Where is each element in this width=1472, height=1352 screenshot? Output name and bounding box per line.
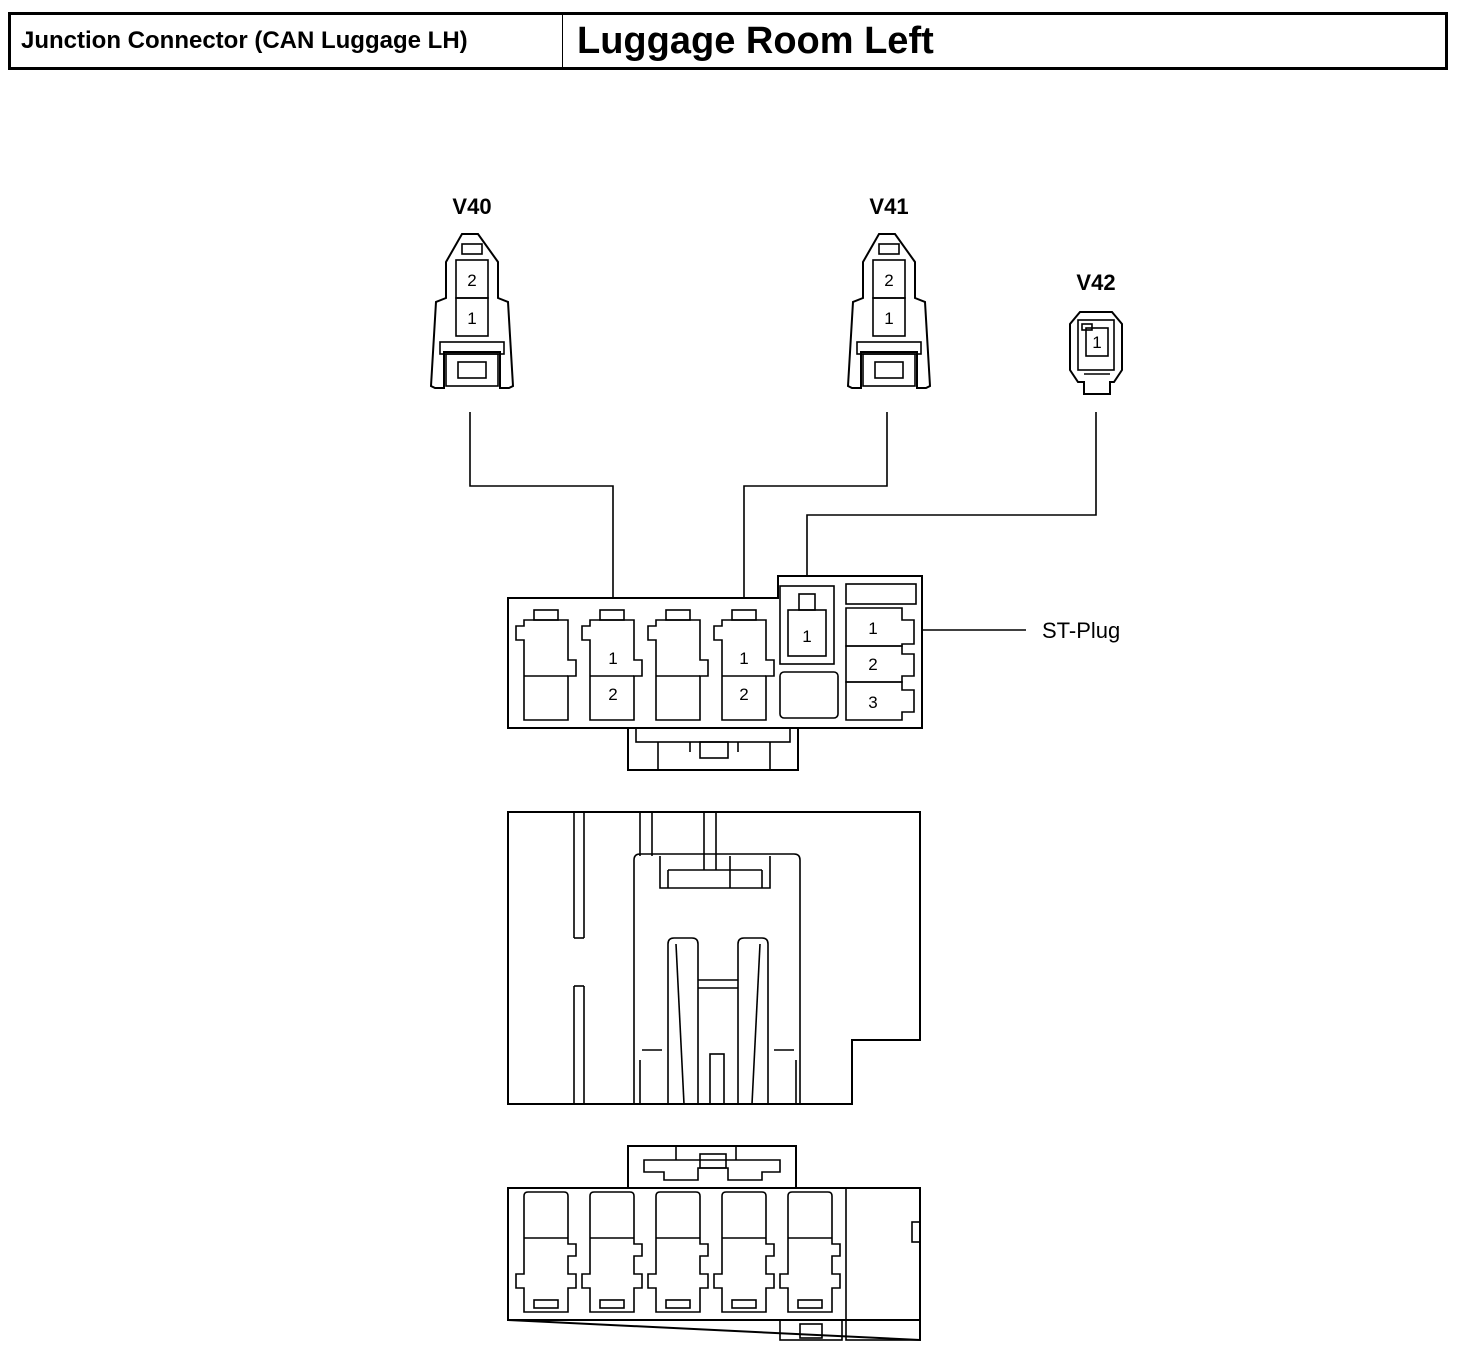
connector-v41-label: V41 (869, 194, 908, 219)
component-name: Junction Connector (CAN Luggage LH) (11, 15, 563, 67)
wiring (469, 412, 1097, 614)
connector-v42: V42 1 (1069, 270, 1123, 395)
junction-single-pin-1: 1 (802, 627, 811, 646)
component-location: Luggage Room Left (577, 19, 934, 62)
connector-v40-label: V40 (452, 194, 491, 219)
connector-v40: V40 2 1 (429, 194, 515, 389)
v41-pin-1: 1 (884, 309, 893, 328)
junction-cavity-b-pin-1: 1 (739, 649, 748, 668)
v40-pin-2: 2 (467, 271, 476, 290)
junction-connector-front: 1 2 1 2 1 1 2 3 ST-Plug (507, 575, 1120, 771)
junction-connector-side (507, 811, 921, 1105)
v41-pin-2: 2 (884, 271, 893, 290)
v40-pin-1: 1 (467, 309, 476, 328)
st-plug-pin-2: 2 (868, 655, 877, 674)
junction-cavity-b-pin-2: 2 (739, 685, 748, 704)
junction-cavity-a-pin-2: 2 (608, 685, 617, 704)
connector-v42-label: V42 (1076, 270, 1115, 295)
st-plug-label: ST-Plug (1042, 618, 1120, 643)
junction-connector-rear (507, 1145, 921, 1342)
title-block: Junction Connector (CAN Luggage LH) Lugg… (8, 12, 1448, 70)
junction-cavity-a-pin-1: 1 (608, 649, 617, 668)
connector-v41: V41 2 1 (846, 194, 932, 389)
st-plug-pin-3: 3 (868, 693, 877, 712)
v42-pin-1: 1 (1092, 333, 1101, 352)
st-plug-pin-1: 1 (868, 619, 877, 638)
